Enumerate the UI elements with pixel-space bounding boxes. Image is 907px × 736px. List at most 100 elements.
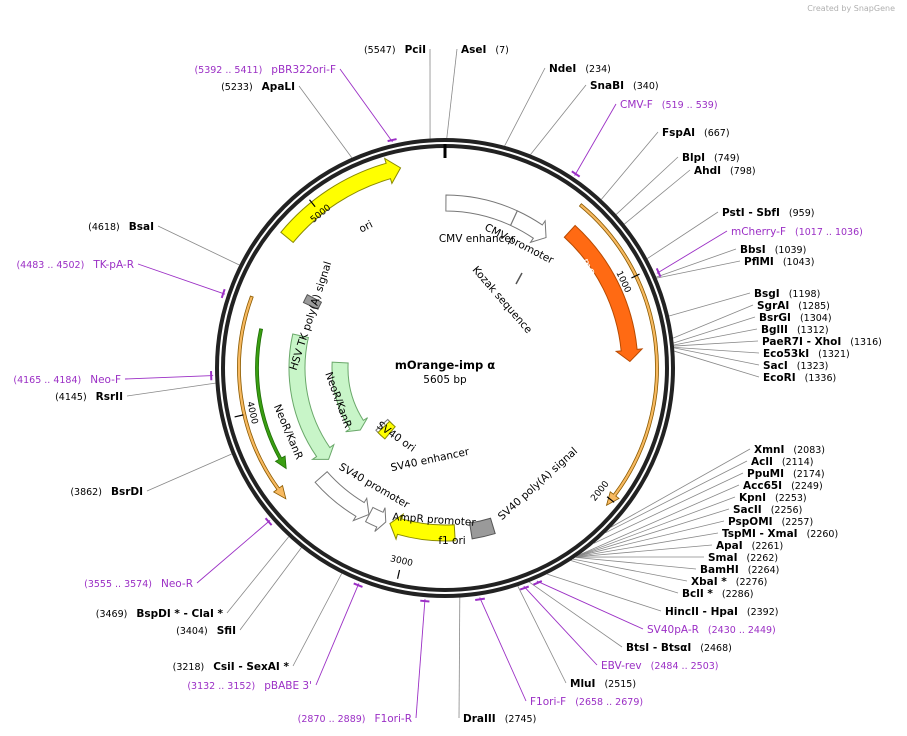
site-psti-sbfi[interactable]: PstI - SbfI(959) <box>722 207 814 219</box>
site-pspomi[interactable]: PspOMI(2257) <box>728 516 813 528</box>
feature-neo-orf[interactable] <box>255 328 287 470</box>
site-pcii[interactable]: (5547)PciI <box>364 44 426 56</box>
site-name: XmnI <box>754 444 784 456</box>
site-name: AhdI <box>694 165 721 177</box>
site-bglii[interactable]: BglII(1312) <box>761 324 829 336</box>
site-name: PflMI <box>744 256 774 268</box>
site-snabi[interactable]: SnaBI(340) <box>590 80 659 92</box>
site-acc65i[interactable]: Acc65I (2249) <box>743 480 823 492</box>
site-bsrdi[interactable]: (3862)BsrDI <box>70 486 143 498</box>
site-bcli[interactable]: BclI *(2286) <box>682 588 753 600</box>
feature-neor-kanr[interactable] <box>331 361 368 433</box>
site-apai[interactable]: ApaI(2261) <box>716 540 783 552</box>
feature-sv40-poly-a-signal[interactable] <box>469 517 496 540</box>
site-smai[interactable]: SmaI(2262) <box>708 552 778 564</box>
primer-pbr322ori-f[interactable]: (5392 .. 5411)pBR322ori-F <box>194 64 336 76</box>
site-paer7i-xhoi[interactable]: PaeR7I - XhoI(1316) <box>762 336 882 348</box>
leader-sfii <box>239 547 302 631</box>
primer-f1ori-r[interactable]: (2870 .. 2889)F1ori-R <box>298 713 412 725</box>
site-apali[interactable]: (5233)ApaLI <box>221 81 295 93</box>
primer-sv40pa-r[interactable]: SV40pA-R(2430 .. 2449) <box>647 624 776 636</box>
site-bsgi[interactable]: BsgI(1198) <box>754 288 820 300</box>
site-eco53ki[interactable]: Eco53kI(1321) <box>763 348 850 360</box>
primer-f1ori-f[interactable]: F1ori-F(2658 .. 2679) <box>530 696 643 708</box>
site-name: SmaI <box>708 552 738 564</box>
site-xmni[interactable]: XmnI(2083) <box>754 444 825 456</box>
primer-pbabe-3[interactable]: (3132 .. 3152)pBABE 3' <box>187 680 312 692</box>
site-sgrai[interactable]: SgrAI (1285) <box>757 300 830 312</box>
site-position: (2745) <box>505 714 537 725</box>
leader-draiii <box>458 597 461 719</box>
feature-cmv-enhancer[interactable] <box>445 194 518 226</box>
site-xbai[interactable]: XbaI *(2276) <box>691 576 767 588</box>
site-position: (1312) <box>797 325 829 336</box>
leader-sgrai <box>672 304 754 339</box>
site-name: Acc65I <box>743 480 782 492</box>
primer-cmv-f[interactable]: CMV-F(519 .. 539) <box>620 99 718 111</box>
site-name: BlpI <box>682 152 705 164</box>
primer-neo-f[interactable]: (4165 .. 4184)Neo-F <box>13 374 121 386</box>
site-acli[interactable]: AclI(2114) <box>751 456 813 468</box>
site-name: AseI <box>461 44 486 56</box>
leader-blpi <box>615 156 679 215</box>
site-name: SgrAI <box>757 300 789 312</box>
feature-morange-orf[interactable] <box>578 203 659 507</box>
site-position: (1285) <box>798 301 830 312</box>
site-saci[interactable]: SacI(1323) <box>763 360 828 372</box>
primer-range: (3555 .. 3574) <box>84 579 152 590</box>
primer-tk-pa-r[interactable]: (4483 .. 4502)TK-pA-R <box>16 259 134 271</box>
site-csii-sexai[interactable]: (3218)CsiI - SexAI * <box>173 661 290 673</box>
site-position: (1336) <box>805 373 837 384</box>
primer-neo-r[interactable]: (3555 .. 3574)Neo-R <box>84 578 193 590</box>
site-ecori[interactable]: EcoRI(1336) <box>763 372 836 384</box>
primer-mcherry-f[interactable]: mCherry-F(1017 .. 1036) <box>731 226 863 238</box>
primer-range: (4165 .. 4184) <box>13 375 81 386</box>
site-blpi[interactable]: BlpI(749) <box>682 152 740 164</box>
site-name: HincII - HpaI <box>665 606 738 618</box>
site-bspdi-clai[interactable]: (3469)BspDI * - ClaI * <box>96 608 224 620</box>
leader-bsrgi <box>673 316 756 344</box>
feature-neo-orf-outer[interactable] <box>237 295 287 500</box>
site-position: (2286) <box>722 589 754 600</box>
leader-hincii-hpai <box>547 573 662 612</box>
feature-neor-kanr[interactable] <box>288 333 335 460</box>
site-bsrgi[interactable]: BsrGI(1304) <box>759 312 832 324</box>
site-position: (3862) <box>70 487 102 498</box>
feature-f1-ori[interactable] <box>389 512 456 542</box>
feature-sv40-promoter[interactable] <box>314 471 370 522</box>
primer-leader-tk-pa-r <box>137 263 226 295</box>
site-sfii[interactable]: (3404)SfiI <box>176 625 236 637</box>
site-sacii[interactable]: SacII(2256) <box>733 504 802 516</box>
site-fspai[interactable]: FspAI(667) <box>662 127 730 139</box>
feature-morange[interactable] <box>563 224 644 363</box>
feature-hsv-tk-poly-a-signal[interactable] <box>302 294 323 310</box>
site-kpni[interactable]: KpnI(2253) <box>739 492 807 504</box>
site-asei[interactable]: AseI(7) <box>461 44 509 56</box>
site-pflmi[interactable]: PflMI (1043) <box>744 256 814 268</box>
site-bsai[interactable]: (4618)BsaI <box>88 221 154 233</box>
site-draiii[interactable]: DraIII(2745) <box>463 713 536 725</box>
site-position: (1043) <box>783 257 815 268</box>
primer-name: CMV-F <box>620 99 653 111</box>
leader-bsrdi <box>146 453 232 492</box>
feature-cmv-promoter[interactable] <box>510 210 547 244</box>
primer-ebv-rev[interactable]: EBV-rev(2484 .. 2503) <box>601 660 719 672</box>
site-btsi-bts-i[interactable]: BtsI - BtsαI(2468) <box>626 642 732 654</box>
feature-sv40-ori[interactable] <box>377 420 396 440</box>
feature-ampr-promoter[interactable] <box>364 506 387 532</box>
site-hincii-hpai[interactable]: HincII - HpaI(2392) <box>665 606 778 618</box>
site-mlui[interactable]: MluI(2515) <box>570 678 636 690</box>
site-rsrii[interactable]: (4145)RsrII <box>55 391 123 403</box>
site-name: MluI <box>570 678 595 690</box>
site-tspmi-xmai[interactable]: TspMI - XmaI(2260) <box>722 528 838 540</box>
site-ahdi[interactable]: AhdI(798) <box>694 165 756 177</box>
site-position: (234) <box>585 64 611 75</box>
site-ppumi[interactable]: PpuMI(2174) <box>747 468 825 480</box>
site-bamhi[interactable]: BamHI(2264) <box>700 564 779 576</box>
site-ndei[interactable]: NdeI(234) <box>549 63 611 75</box>
feature-ori[interactable] <box>280 157 402 244</box>
site-position: (2249) <box>791 481 823 492</box>
site-bbsi[interactable]: BbsI(1039) <box>740 244 806 256</box>
primer-mark-f1ori-r <box>420 599 430 603</box>
